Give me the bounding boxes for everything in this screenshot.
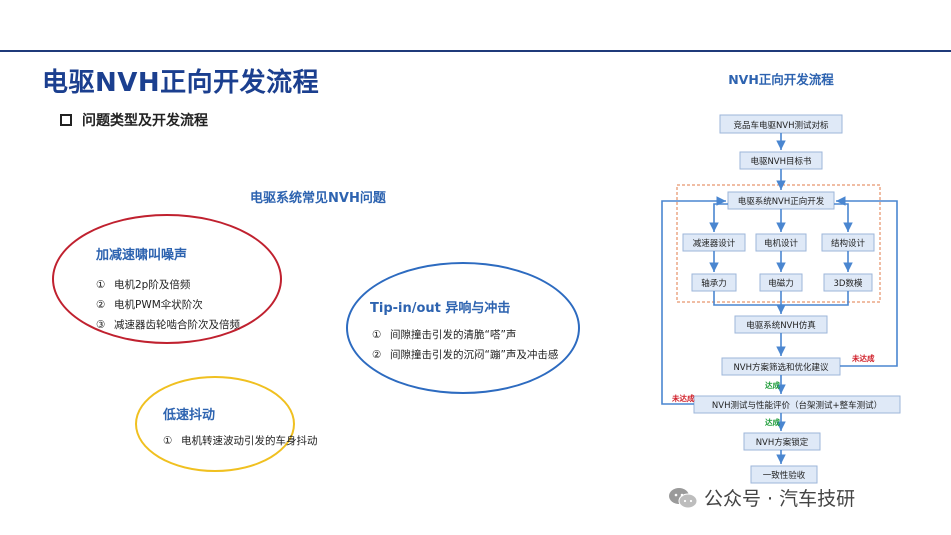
group-title-tipin: Tip-in/out 异响与冲击 — [370, 301, 511, 316]
item-text: 电机转速波动引发的车身抖动 — [181, 435, 318, 447]
flow-node-structure-design: 结构设计 — [821, 233, 875, 252]
label-reached-1: 达成 — [765, 380, 780, 390]
watermark-text: 公众号 · 汽车技研 — [704, 488, 856, 510]
list-item: ① 电机2p阶及倍频 — [96, 277, 190, 292]
node-label: 电驱系统NVH正向开发 — [738, 196, 825, 207]
label-not-reached-left: 未达成 — [672, 393, 695, 403]
node-label: 结构设计 — [831, 238, 866, 249]
bullet-square-icon — [60, 114, 72, 126]
node-label: 电机设计 — [764, 238, 799, 249]
label-not-reached-right: 未达成 — [852, 353, 875, 363]
node-label: 电磁力 — [768, 278, 794, 289]
section-subtitle: 问题类型及开发流程 — [60, 110, 208, 130]
flow-node-forward-dev: 电驱系统NVH正向开发 — [727, 191, 835, 210]
flow-node-benchmark: 竞品车电驱NVH测试对标 — [719, 114, 843, 134]
flow-node-bearing-force: 轴承力 — [691, 273, 737, 292]
item-text: 电机PWM伞状阶次 — [114, 299, 203, 311]
item-text: 减速器齿轮啮合阶次及倍频 — [114, 319, 240, 331]
subtitle-text: 问题类型及开发流程 — [82, 113, 208, 129]
item-number: ② — [372, 349, 382, 361]
item-number: ① — [96, 279, 106, 291]
node-label: 减速器设计 — [693, 238, 736, 249]
item-text: 间隙撞击引发的清脆“嗒”声 — [390, 329, 517, 341]
ellipse-lowspeed-shake — [135, 376, 295, 472]
list-item: ① 间隙撞击引发的清脆“嗒”声 — [372, 327, 516, 342]
item-number: ③ — [96, 319, 106, 331]
node-label: 电驱系统NVH仿真 — [746, 320, 816, 331]
node-label: 3D数模 — [834, 278, 863, 289]
group-title-accel: 加减速啸叫噪声 — [96, 248, 188, 263]
node-label: 一致性验收 — [763, 470, 806, 481]
flow-node-optimize: NVH方案筛选和优化建议 — [721, 357, 841, 376]
node-label: 轴承力 — [701, 278, 727, 289]
wechat-icon — [669, 487, 698, 508]
ellipse-accel-noise — [52, 214, 282, 344]
node-label: NVH测试与性能评价（台架测试+整车测试） — [712, 400, 882, 411]
node-label: NVH方案锁定 — [756, 437, 809, 448]
flow-node-reducer-design: 减速器设计 — [682, 233, 746, 252]
label-reached-2: 达成 — [765, 417, 780, 427]
flow-node-3d-model: 3D数模 — [823, 273, 873, 292]
flow-arrows — [661, 133, 898, 464]
item-text: 电机2p阶及倍频 — [114, 279, 191, 291]
list-item: ① 电机转速波动引发的车身抖动 — [163, 433, 318, 448]
node-label: 电驱NVH目标书 — [750, 156, 812, 167]
page-title: 电驱NVH正向开发流程 — [42, 68, 320, 98]
item-number: ① — [163, 435, 173, 447]
list-item: ② 间隙撞击引发的沉闷“蹦”声及冲击感 — [372, 347, 558, 362]
list-item: ② 电机PWM伞状阶次 — [96, 297, 203, 312]
flow-node-simulation: 电驱系统NVH仿真 — [734, 315, 828, 334]
left-section-title: 电驱系统常见NVH问题 — [250, 191, 386, 206]
ellipse-tipin-noise — [346, 262, 580, 394]
item-text: 间隙撞击引发的沉闷“蹦”声及冲击感 — [390, 349, 559, 361]
flow-title: NVH正向开发流程 — [728, 72, 834, 87]
flow-node-motor-design: 电机设计 — [755, 233, 807, 252]
flow-node-lock: NVH方案锁定 — [743, 432, 821, 451]
flow-node-target: 电驱NVH目标书 — [739, 151, 823, 170]
header-rule — [0, 50, 951, 52]
list-item: ③ 减速器齿轮啮合阶次及倍频 — [96, 317, 240, 332]
item-number: ② — [96, 299, 106, 311]
group-title-lowspeed: 低速抖动 — [163, 408, 216, 423]
node-label: 竞品车电驱NVH测试对标 — [733, 120, 829, 131]
item-number: ① — [372, 329, 382, 341]
flow-node-verify: 一致性验收 — [750, 465, 818, 484]
watermark: 公众号 · 汽车技研 — [668, 484, 855, 511]
flow-node-test: NVH测试与性能评价（台架测试+整车测试） — [693, 395, 901, 414]
flow-node-em-force: 电磁力 — [759, 273, 803, 292]
node-label: NVH方案筛选和优化建议 — [733, 362, 829, 373]
